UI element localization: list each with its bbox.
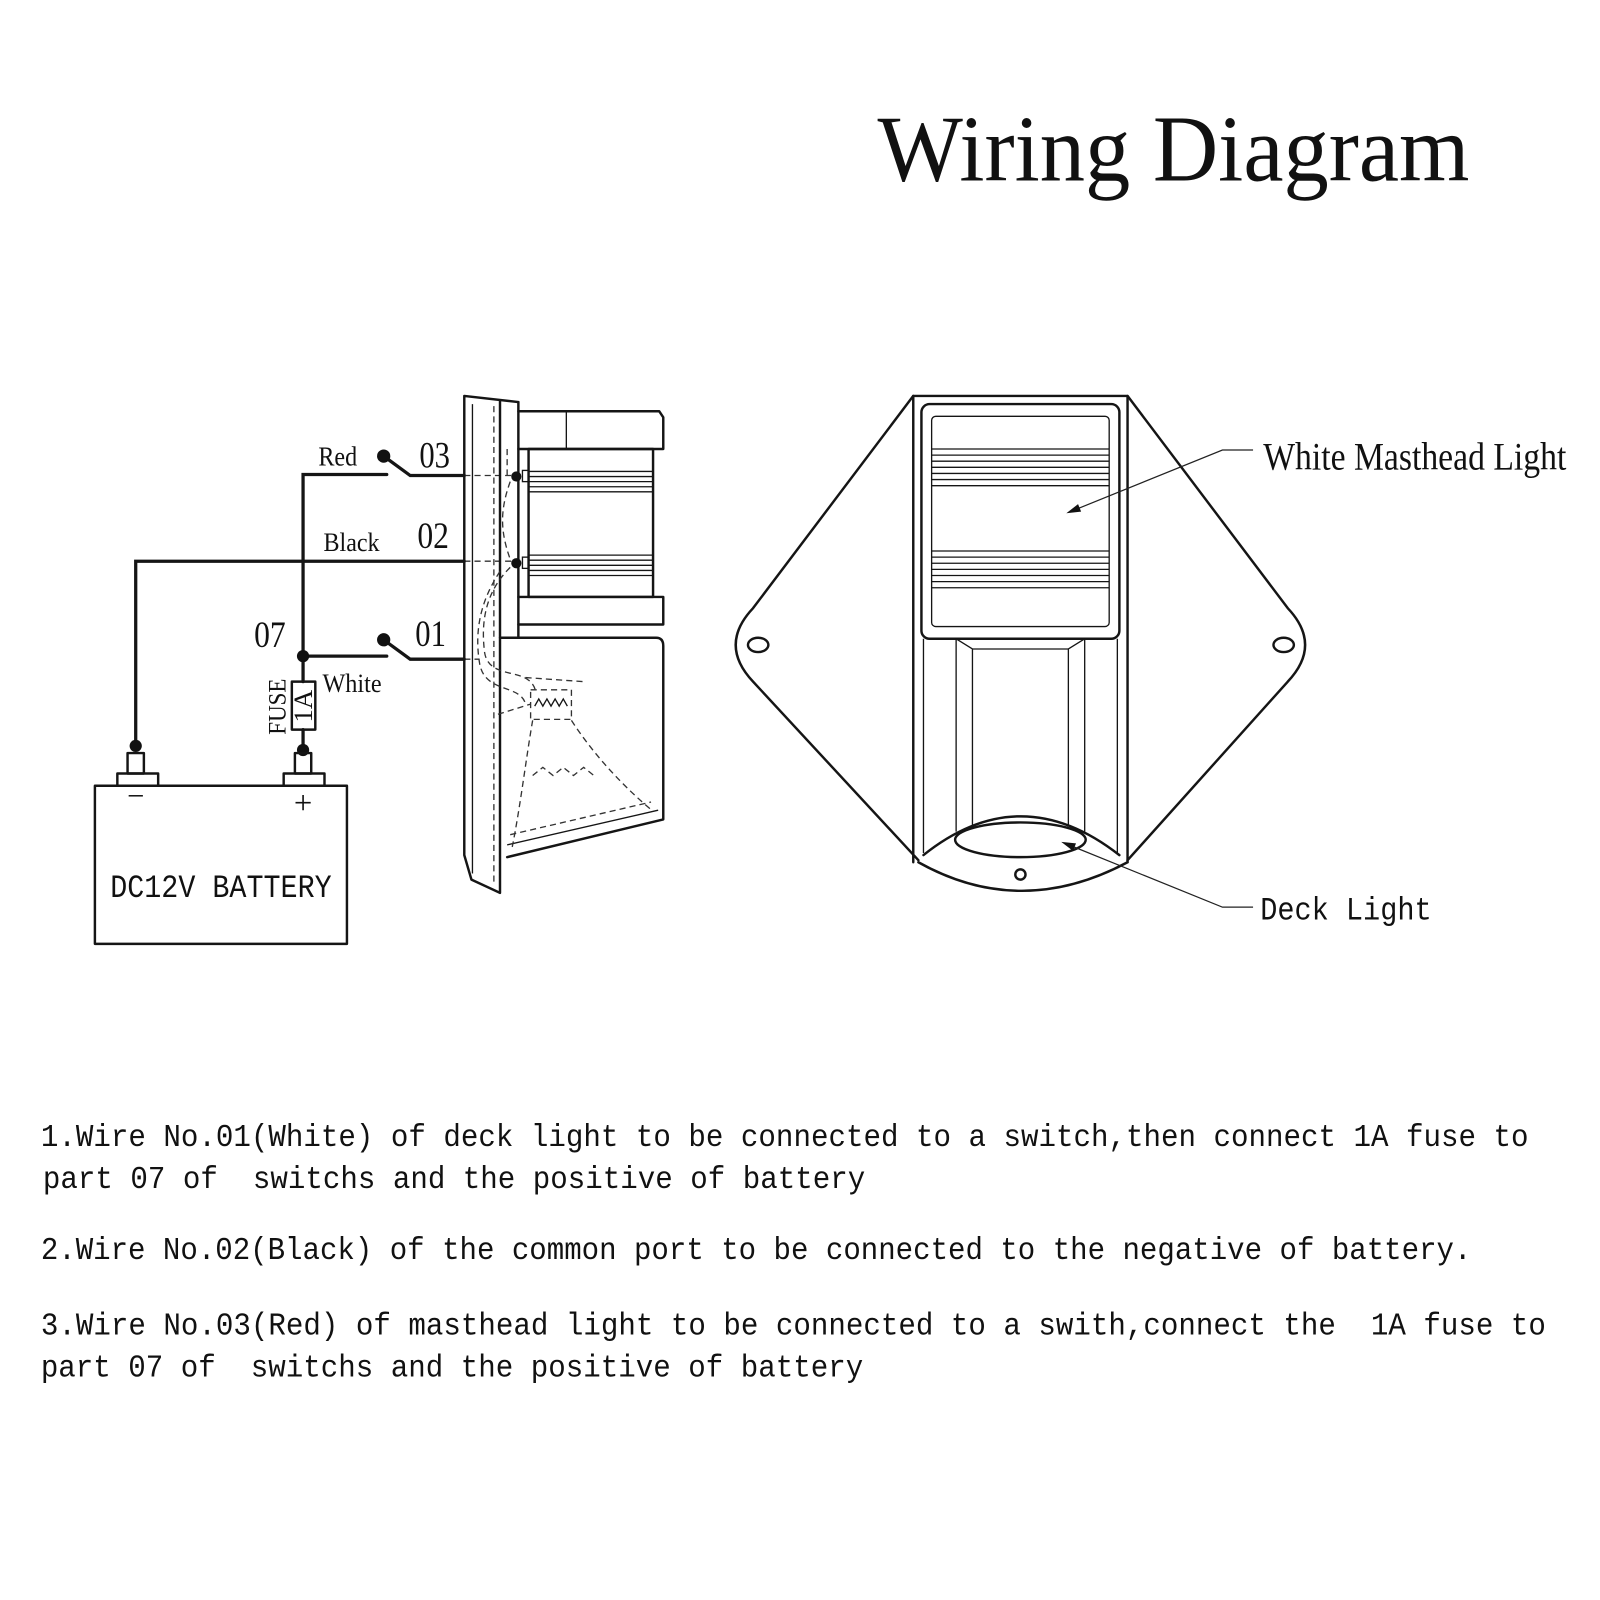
housing-outer-walls [912, 394, 1129, 864]
masthead-top-cap [517, 410, 665, 451]
deck-leader-arrow [1061, 841, 1077, 851]
housing-columns [955, 638, 1086, 832]
label-fuse-rating: 1A [288, 690, 318, 723]
connector-03-clip [521, 469, 530, 483]
negative-terminal-dot [129, 739, 142, 753]
positive-terminal-post [293, 751, 313, 775]
lamp-rib [931, 448, 1110, 487]
fuse [290, 680, 317, 731]
lamp-rib [931, 550, 1110, 589]
masthead-bottom-cap [517, 595, 665, 626]
instructions: 1.Wire No.01(White) of deck light to be … [41, 1121, 1546, 1387]
deck-light-screw-hole [1014, 868, 1027, 881]
connector-02-clip [521, 556, 530, 570]
callout-masthead-light: White Masthead Light [1263, 435, 1566, 478]
white-switch-pivot [377, 633, 391, 647]
mounting-flange [734, 394, 1307, 862]
bulb-filament [534, 697, 568, 708]
instruction-1-line-2: part 07 of switchs and the positive of b… [43, 1163, 865, 1198]
hidden-reflector [497, 703, 654, 848]
instruction-2-line-1: 2.Wire No.02(Black) of the common port t… [41, 1234, 1472, 1269]
mounting-plate [463, 394, 520, 895]
masthead-leader-arrow [1066, 504, 1082, 514]
callout-deck-light: Deck Light [1260, 892, 1431, 929]
hidden-lens-line [510, 801, 652, 836]
label-fuse: FUSE [263, 679, 292, 735]
masthead-lamp-inner [930, 415, 1110, 628]
hidden-wire [501, 448, 511, 560]
masthead-lens-ribs [528, 470, 654, 577]
mounting-hole-left [746, 636, 770, 654]
label-02: 02 [417, 515, 449, 556]
label-black: Black [323, 527, 380, 557]
label-03: 03 [419, 434, 450, 475]
battery-label: DC12V BATTERY [110, 870, 331, 907]
connector-03-dot [511, 471, 522, 482]
label-white: White [322, 668, 381, 698]
instruction-3-line-1: 3.Wire No.03(Red) of masthead light to b… [41, 1310, 1546, 1345]
battery-body [93, 784, 349, 946]
deck-light-lens [953, 821, 1087, 859]
instruction-3-line-2: part 07 of switchs and the positive of b… [41, 1352, 863, 1387]
label-07: 07 [254, 614, 286, 655]
black-wire [134, 559, 466, 748]
hidden-reflector-zigzag [532, 766, 595, 777]
lens-rib [528, 470, 654, 493]
white-switch-blade [382, 638, 466, 661]
housing-inner-walls [922, 638, 1119, 854]
battery-negative-sign: − [127, 779, 144, 813]
masthead-leader-line [1071, 449, 1254, 512]
deck-light-housing [498, 636, 665, 859]
masthead-lamp-outer [920, 402, 1121, 640]
fixture-side-view [463, 394, 665, 895]
junction-07-dot [296, 650, 310, 663]
red-switch-blade [382, 454, 466, 478]
connector-02-dot [511, 558, 522, 569]
label-red: Red [318, 440, 357, 471]
hidden-wire [477, 571, 527, 705]
negative-terminal-post [126, 751, 146, 775]
deck-light-housing-bottom [917, 861, 1129, 893]
hidden-bulb-base [525, 676, 584, 721]
fixture-top-view: White Masthead Light Deck Light [734, 394, 1567, 929]
instruction-1-line-1: 1.Wire No.01(White) of deck light to be … [41, 1121, 1529, 1156]
mounting-hole-right [1272, 636, 1296, 654]
masthead-lamp-ribs [931, 448, 1110, 589]
deck-light-lens-edge [506, 809, 659, 846]
lens-rib [528, 554, 654, 577]
deck-leader-line [1066, 843, 1254, 908]
hidden-internals [477, 448, 654, 848]
battery-positive-sign: + [294, 785, 312, 821]
deck-light-housing-top [922, 815, 1121, 857]
label-01: 01 [415, 613, 446, 654]
circuit: Red 03 Black 02 07 01 White FUSE 1A − + … [93, 434, 466, 946]
red-switch-pivot [377, 449, 391, 463]
page-title: Wiring Diagram [878, 98, 1470, 202]
hidden-wire [482, 566, 537, 692]
positive-terminal-base [282, 772, 326, 787]
